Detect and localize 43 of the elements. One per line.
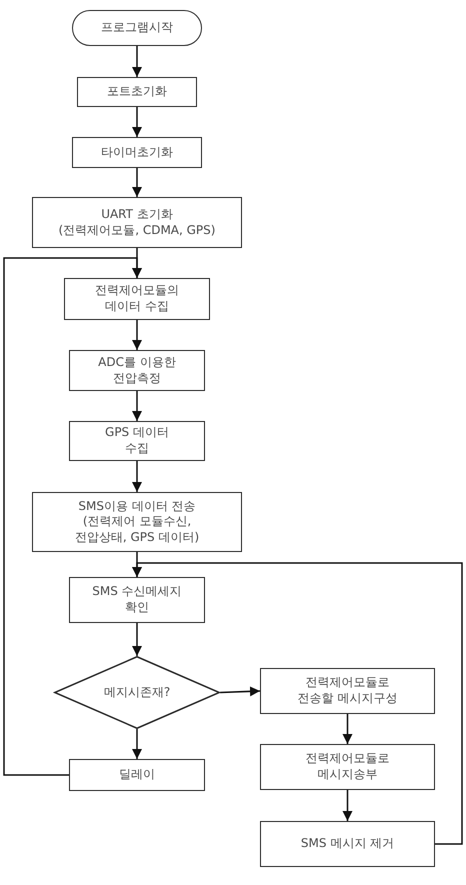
flow-arrow bbox=[132, 461, 142, 492]
process-box bbox=[260, 821, 435, 867]
flow-arrow bbox=[342, 714, 352, 744]
flow-arrow bbox=[132, 107, 142, 137]
process-box bbox=[260, 668, 435, 714]
step-label: 딜레이 bbox=[119, 767, 155, 783]
step-label: 전력제어모듈로 전송할 메시지구성 bbox=[296, 675, 398, 707]
process-box bbox=[260, 744, 435, 790]
flow-arrow bbox=[3, 257, 142, 776]
step-label: 전력제어모듈로 메시지송부 bbox=[304, 751, 390, 783]
process-box bbox=[32, 197, 242, 248]
flow-arrow bbox=[220, 686, 260, 696]
step-label: (전력제어 모듈수신, 전압상태, GPS 데이터) bbox=[74, 514, 200, 546]
step-label: (전력제어모듈, CDMA, GPS) bbox=[58, 222, 216, 238]
flow-arrow bbox=[132, 320, 142, 350]
process-box bbox=[69, 577, 205, 623]
step-label: ADC를 이용한 전압측정 bbox=[97, 354, 177, 386]
step-label: UART 초기화 bbox=[101, 206, 173, 222]
step-label: 프로그램시작 bbox=[101, 20, 173, 36]
step-label: SMS 수신메세지 확인 bbox=[91, 584, 183, 616]
step-label: 전력제어모듈의 데이터 수집 bbox=[94, 283, 180, 315]
flow-arrow bbox=[132, 562, 463, 845]
step-label: GPS 데이터 수집 bbox=[104, 425, 170, 457]
process-box bbox=[69, 350, 205, 391]
process-box bbox=[64, 278, 210, 320]
flow-arrow bbox=[132, 46, 142, 77]
step-label: 포트초기화 bbox=[107, 84, 167, 100]
step-label: SMS 메시지 제거 bbox=[300, 836, 394, 852]
flow-arrow bbox=[132, 729, 142, 759]
step-label: SMS이용 데이터 전송 bbox=[78, 498, 196, 514]
start-terminal bbox=[72, 10, 202, 46]
process-box bbox=[77, 77, 197, 107]
flow-arrow bbox=[132, 391, 142, 421]
decision-diamond bbox=[54, 656, 220, 729]
flow-arrow bbox=[132, 168, 142, 197]
process-box bbox=[69, 759, 205, 791]
process-box bbox=[32, 492, 242, 552]
process-box bbox=[69, 421, 205, 461]
flow-arrow bbox=[342, 790, 352, 821]
process-box bbox=[72, 137, 202, 168]
flow-arrow bbox=[132, 623, 142, 656]
step-label: 타이머초기화 bbox=[101, 144, 173, 160]
decision-label: 메지시존재? bbox=[104, 684, 170, 700]
